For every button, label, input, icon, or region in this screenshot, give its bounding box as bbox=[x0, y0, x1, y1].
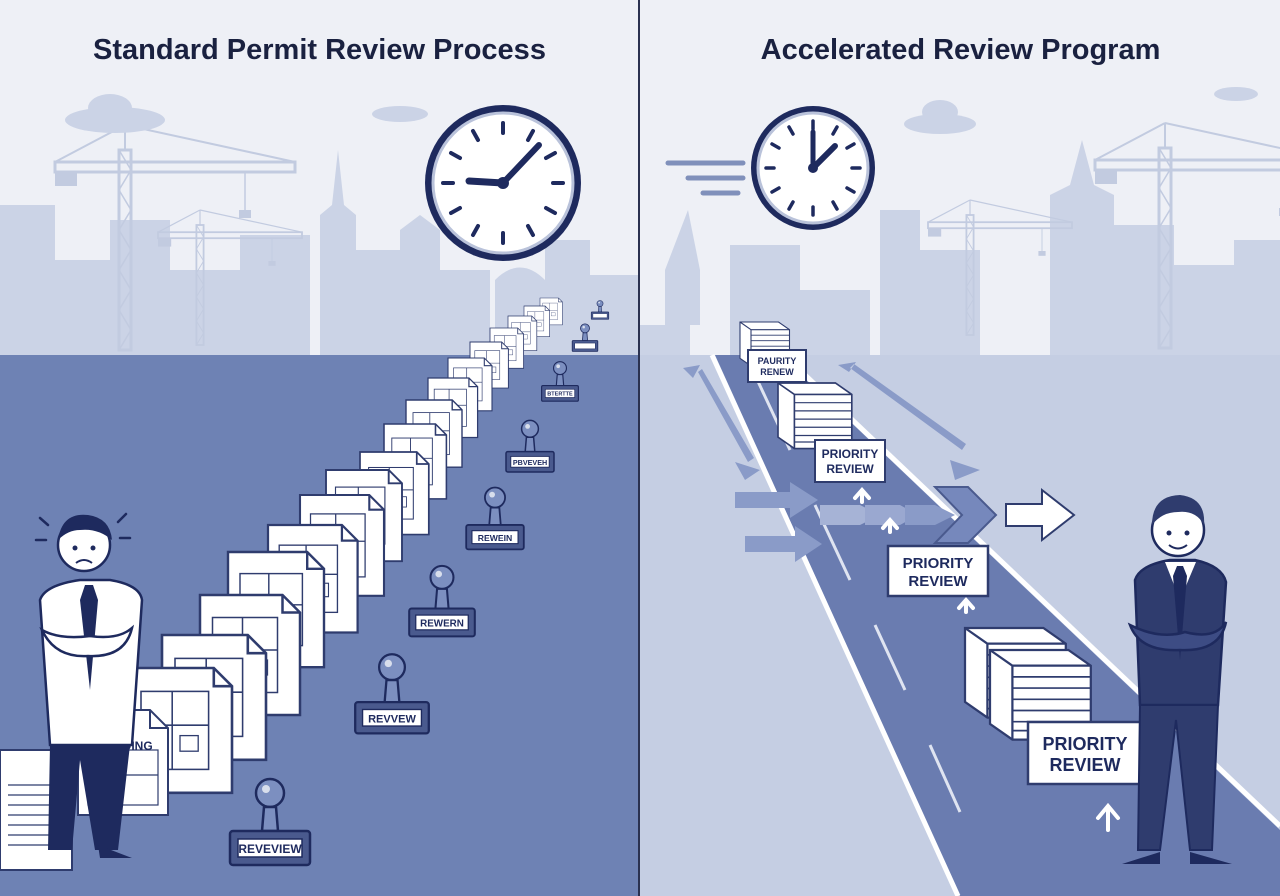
stamp-row: REVEVIEW REVVEW REWERN REWEIN PBVEVEH BT… bbox=[228, 300, 610, 867]
stamp-label: REVVEW bbox=[368, 713, 416, 725]
flow-arrows bbox=[683, 362, 1120, 832]
priority-tag: PRIORITY REVIEW bbox=[814, 439, 886, 483]
clock-icon bbox=[665, 106, 875, 230]
tag-line1: PRIORITY bbox=[903, 555, 974, 572]
rubber-stamp-icon: REWERN bbox=[408, 564, 476, 638]
double-arrow-icon bbox=[683, 362, 980, 480]
panel-divider bbox=[638, 0, 640, 896]
stamp-label: REWERN bbox=[420, 619, 464, 630]
tag-line1: PAURITY bbox=[758, 356, 797, 366]
priority-tag: PRIORITY REVIEW bbox=[1026, 720, 1144, 786]
rubber-stamp-icon: PBVEVEH bbox=[505, 419, 555, 473]
arrow-right-icon bbox=[820, 486, 998, 544]
rubber-stamp-icon: REWEIN bbox=[465, 486, 525, 551]
tag-line1: PRIORITY bbox=[822, 447, 879, 461]
rubber-stamp-icon: REVVEW bbox=[354, 653, 430, 735]
arrow-right-icon bbox=[735, 482, 822, 562]
rubber-stamp-icon: REVEVIEW bbox=[228, 777, 312, 867]
stamp-label: REWEIN bbox=[478, 533, 513, 543]
arrow-right-icon bbox=[1005, 487, 1076, 543]
panel-title-standard: Standard Permit Review Process bbox=[93, 34, 546, 66]
priority-stacks: PAURITY RENEW PRIORITY REVIEW PRIORITY R… bbox=[739, 321, 1144, 786]
rubber-stamp-icon: BTERTTE bbox=[541, 361, 579, 402]
tag-line2: REVIEW bbox=[1049, 755, 1120, 775]
clock-icon bbox=[425, 105, 581, 261]
cloud-icon bbox=[65, 94, 428, 133]
confident-person bbox=[1122, 495, 1232, 864]
panel-title-accelerated: Accelerated Review Program bbox=[760, 34, 1161, 66]
cloud-icon bbox=[904, 87, 1258, 134]
priority-tag: PAURITY RENEW bbox=[747, 349, 807, 383]
tag-line1: PRIORITY bbox=[1042, 734, 1127, 754]
priority-tag: PRIORITY REVIEW bbox=[886, 544, 990, 598]
tag-line2: RENEW bbox=[760, 367, 794, 377]
tag-line2: REVIEW bbox=[908, 573, 968, 590]
stamp-label: REVEVIEW bbox=[238, 842, 302, 856]
stamp-label: PBVEVEH bbox=[513, 458, 547, 467]
stamp-label: BTERTTE bbox=[547, 392, 573, 398]
stressed-person bbox=[34, 512, 144, 858]
arrow-up-icon bbox=[853, 486, 1120, 832]
right-skyline bbox=[640, 140, 1280, 355]
tag-line2: REVIEW bbox=[826, 462, 874, 476]
document-stack-icon bbox=[777, 382, 853, 450]
